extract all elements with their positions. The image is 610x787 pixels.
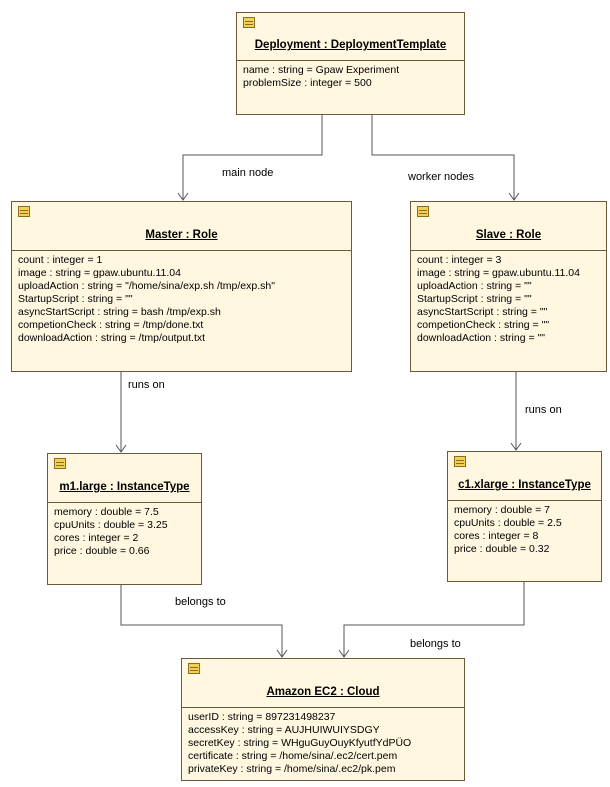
- attribute-row: certificate : string = /home/sina/.ec2/c…: [188, 750, 398, 762]
- box-header: Amazon EC2 : Cloud: [182, 659, 464, 708]
- edge-worker-nodes: [371, 115, 515, 200]
- edge-label-belongs-to-m1: belongs to: [175, 596, 226, 608]
- edge-m1-belongs-to: [120, 585, 283, 657]
- box-header: Deployment : DeploymentTemplate: [237, 13, 464, 61]
- attribute-row: cores : integer = 8: [454, 530, 539, 542]
- attribute-row: problemSize : integer = 500: [243, 77, 372, 89]
- class-instance-icon: [188, 663, 200, 674]
- attribute-row: price : double = 0.32: [454, 543, 550, 555]
- box-title: Slave : Role: [475, 229, 542, 241]
- attribute-row: uploadAction : string = "/home/sina/exp.…: [18, 280, 275, 292]
- m1-large-instance-box[interactable]: m1.large : InstanceType memory : double …: [47, 453, 202, 585]
- attribute-row: image : string = gpaw.ubuntu.11.04: [18, 267, 181, 279]
- box-title: Deployment : DeploymentTemplate: [254, 39, 447, 51]
- attribute-row: userID : string = 897231498237: [188, 711, 336, 723]
- amazon-ec2-cloud-box[interactable]: Amazon EC2 : Cloud userID : string = 897…: [181, 658, 465, 781]
- box-title: Master : Role: [145, 229, 218, 241]
- class-instance-icon: [454, 456, 466, 467]
- attribute-list: count : integer = 1 image : string = gpa…: [12, 251, 351, 345]
- attribute-row: competionCheck : string = /tmp/done.txt: [18, 319, 204, 331]
- attribute-row: cpuUnits : double = 2.5: [454, 517, 562, 529]
- edge-label-belongs-to-c1: belongs to: [410, 638, 461, 650]
- class-instance-icon: [54, 458, 66, 469]
- attribute-row: cpuUnits : double = 3.25: [54, 519, 168, 531]
- box-header: c1.xlarge : InstanceType: [448, 452, 601, 501]
- master-role-box[interactable]: Master : Role count : integer = 1 image …: [11, 201, 352, 372]
- box-header: m1.large : InstanceType: [48, 454, 201, 503]
- attribute-row: StartupScript : string = "": [18, 293, 133, 305]
- attribute-row: privateKey : string = /home/sina/.ec2/pk…: [188, 763, 396, 775]
- attribute-row: count : integer = 1: [18, 254, 103, 266]
- attribute-row: count : integer = 3: [417, 254, 502, 266]
- attribute-row: downloadAction : string = /tmp/output.tx…: [18, 332, 206, 344]
- attribute-row: secretKey : string = WHguGuyOuyKfyutfYdP…: [188, 737, 412, 749]
- box-header: Slave : Role: [411, 202, 606, 251]
- attribute-row: name : string = Gpaw Experiment: [243, 64, 400, 76]
- attribute-list: memory : double = 7.5 cpuUnits : double …: [48, 503, 201, 558]
- edge-c1-belongs-to: [343, 582, 525, 657]
- attribute-row: asyncStartScript : string = bash /tmp/ex…: [18, 306, 221, 318]
- class-instance-icon: [243, 17, 255, 28]
- attribute-row: competionCheck : string = "": [417, 319, 550, 331]
- edge-label-runs-on-slave: runs on: [525, 404, 562, 416]
- attribute-list: memory : double = 7 cpuUnits : double = …: [448, 501, 601, 556]
- deployment-template-box[interactable]: Deployment : DeploymentTemplate name : s…: [236, 12, 465, 115]
- box-header: Master : Role: [12, 202, 351, 251]
- attribute-row: StartupScript : string = "": [417, 293, 532, 305]
- attribute-row: downloadAction : string = "": [417, 332, 545, 344]
- edge-main-node: [182, 115, 323, 200]
- attribute-list: count : integer = 3 image : string = gpa…: [411, 251, 606, 345]
- class-instance-icon: [18, 206, 30, 217]
- attribute-row: memory : double = 7: [454, 504, 551, 516]
- c1-xlarge-instance-box[interactable]: c1.xlarge : InstanceType memory : double…: [447, 451, 602, 582]
- box-title: c1.xlarge : InstanceType: [458, 479, 591, 491]
- attribute-row: accessKey : string = AUJHUIWUIYSDGY: [188, 724, 380, 736]
- edge-label-runs-on-master: runs on: [128, 379, 165, 391]
- edge-label-worker-nodes: worker nodes: [408, 171, 475, 183]
- attribute-row: cores : integer = 2: [54, 532, 139, 544]
- attribute-list: name : string = Gpaw Experiment problemS…: [237, 61, 464, 90]
- attribute-row: uploadAction : string = "": [417, 280, 532, 292]
- attribute-row: asyncStartScript : string = "": [417, 306, 548, 318]
- class-instance-icon: [417, 206, 429, 217]
- attribute-row: price : double = 0.66: [54, 545, 150, 557]
- box-title: m1.large : InstanceType: [59, 481, 190, 493]
- edge-label-main-node: main node: [222, 167, 274, 179]
- slave-role-box[interactable]: Slave : Role count : integer = 3 image :…: [410, 201, 607, 372]
- box-title: Amazon EC2 : Cloud: [266, 686, 380, 698]
- attribute-list: userID : string = 897231498237 accessKey…: [182, 708, 464, 776]
- attribute-row: image : string = gpaw.ubuntu.11.04: [417, 267, 580, 279]
- attribute-row: memory : double = 7.5: [54, 506, 159, 518]
